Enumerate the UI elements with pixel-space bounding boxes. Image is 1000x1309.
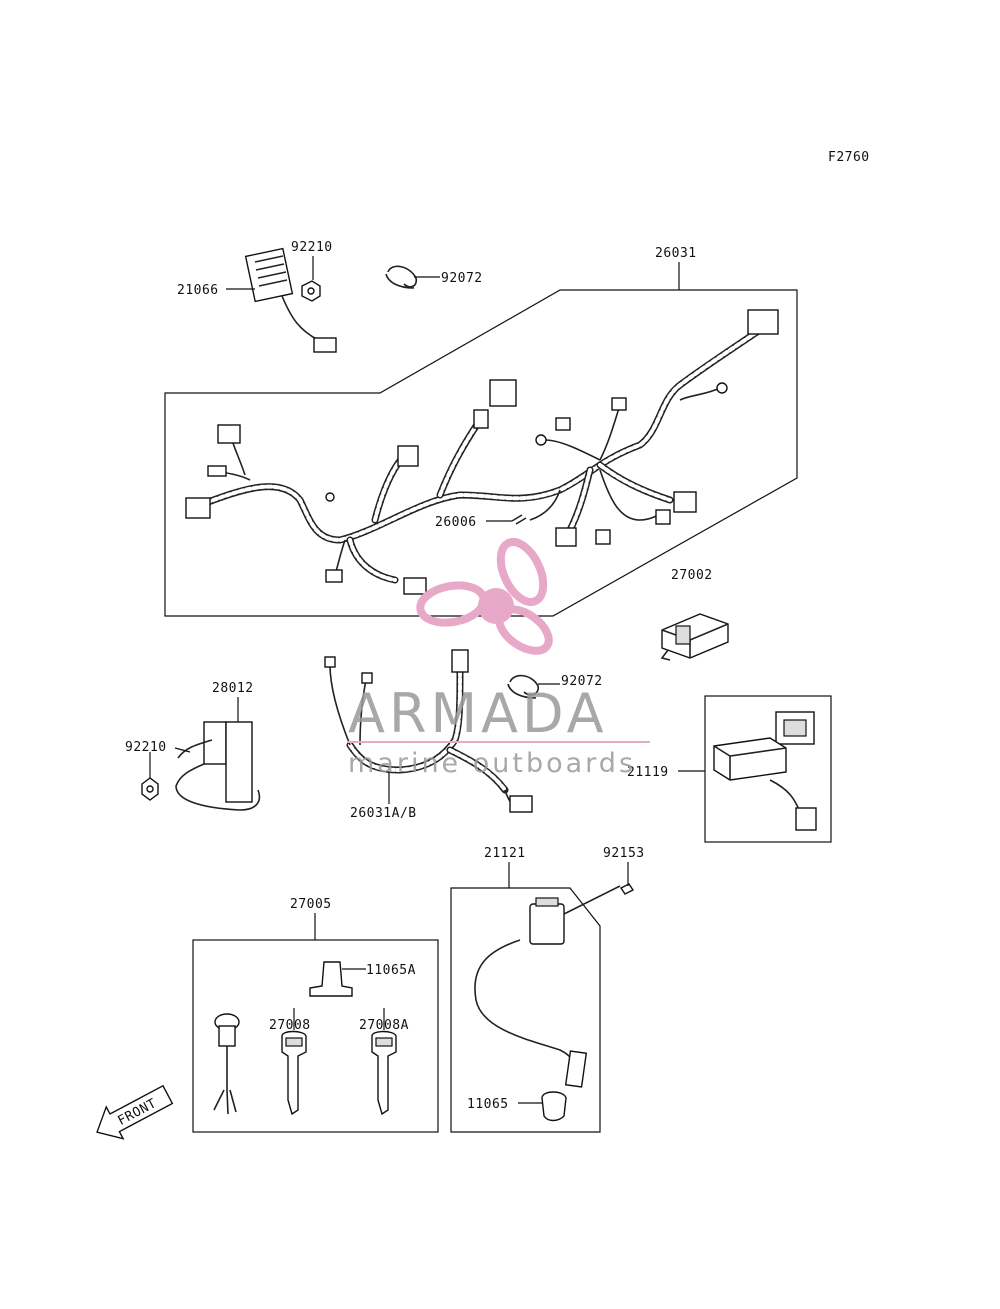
harness-26031ab-drawing: [324, 649, 533, 813]
nut-92210-left-drawing: [141, 777, 159, 801]
part-number-27002: 27002: [671, 568, 713, 583]
part-number-92210-left: 92210: [125, 740, 167, 755]
front-arrow: FRONT: [96, 1084, 174, 1140]
box-21121-frame: [450, 887, 601, 1133]
part-number-27008: 27008: [269, 1018, 311, 1033]
nut-92210-top-drawing: [301, 280, 321, 302]
part-number-27005: 27005: [290, 897, 332, 912]
watermark-tagline: marine outboards: [348, 748, 636, 779]
harness-26031-frame: [164, 289, 798, 617]
part-number-21066: 21066: [177, 283, 219, 298]
part-number-28012: 28012: [212, 681, 254, 696]
box-21119-frame: [704, 695, 832, 843]
key-27008-drawing: [281, 1030, 307, 1116]
ignition-coil-21121-drawing: [474, 885, 621, 1088]
part-number-21121: 21121: [484, 846, 526, 861]
unit-21119-drawing: [713, 711, 817, 831]
part-number-92153: 92153: [603, 846, 645, 861]
watermark-brand: ARMADA: [348, 682, 608, 745]
key-27008a-drawing: [371, 1030, 397, 1116]
harness-26031-drawing: [185, 309, 779, 595]
pin-26006-drawing: [511, 514, 527, 525]
propeller-logo-icon: [416, 538, 553, 655]
relay-27002-drawing: [660, 613, 729, 661]
screw-92153-drawing: [619, 883, 635, 895]
cap-11065-drawing: [541, 1091, 567, 1122]
unit-28012-drawing: [175, 721, 261, 811]
part-number-92072-mid: 92072: [561, 674, 603, 689]
part-number-27008a: 27008A: [359, 1018, 409, 1033]
part-number-26006: 26006: [435, 515, 477, 530]
leader-92210-left-tick: [174, 747, 191, 753]
part-number-26031ab: 26031A/B: [350, 806, 417, 821]
part-number-11065: 11065: [467, 1097, 509, 1112]
part-number-11065a: 11065A: [366, 963, 416, 978]
band-92072-mid-drawing: [507, 674, 540, 699]
armada-watermark: ARMADA marine outboards: [348, 538, 650, 779]
part-number-92210-top: 92210: [291, 240, 333, 255]
cap-11065a-drawing: [309, 961, 353, 997]
part-number-21119: 21119: [627, 765, 669, 780]
key-switch-drawing: [213, 1013, 240, 1115]
band-92072-top-drawing: [385, 265, 418, 289]
part-number-26031: 26031: [655, 246, 697, 261]
part-number-92072-top: 92072: [441, 271, 483, 286]
regulator-21066-drawing: [244, 247, 337, 353]
figure-code: F2760: [828, 150, 870, 165]
